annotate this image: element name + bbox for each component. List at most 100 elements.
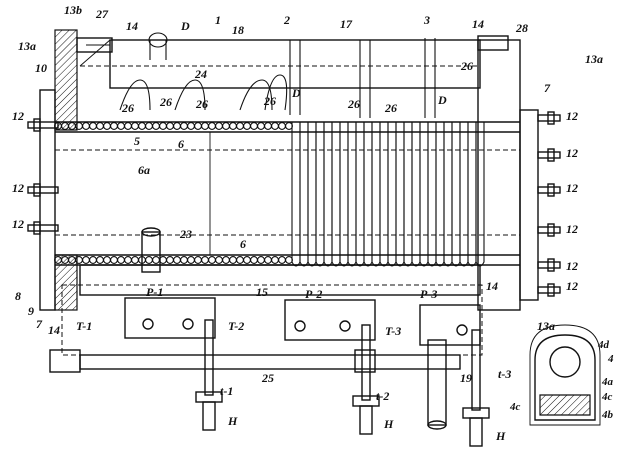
coil-top (201, 122, 209, 130)
label-5: 5 (134, 134, 140, 148)
label-13a-right: 13a (585, 52, 603, 66)
coil-bottom (89, 256, 97, 264)
tube-loop (403, 122, 413, 267)
label-H1: H (227, 414, 238, 428)
label-T1: T-1 (76, 319, 92, 333)
label-H2: H (383, 417, 394, 431)
label-7-right: 7 (544, 81, 551, 95)
coil-bottom (208, 256, 216, 264)
coil-top (138, 122, 146, 130)
coil-top (187, 122, 195, 130)
label-7-left: 7 (36, 317, 43, 331)
label-12-left-1: 12 (12, 109, 24, 123)
label-14b: 14 (472, 17, 484, 31)
tube-loop (411, 122, 421, 267)
label-4b: 4b (601, 409, 614, 421)
labels: 13b 27 14 D 1 18 2 17 3 14 28 13a 13a 10… (12, 3, 614, 443)
bolt (537, 186, 561, 194)
coil-top (110, 122, 118, 130)
label-4d: 4d (597, 339, 610, 351)
coil-top (159, 122, 167, 130)
coil-top (96, 122, 104, 130)
coil-top (257, 122, 265, 130)
coil-bottom (82, 256, 90, 264)
tube-loop (315, 122, 325, 267)
label-26b: 26 (121, 101, 134, 115)
label-12-left-2: 12 (12, 181, 24, 195)
tube-loop (371, 122, 381, 267)
bolt-nut (33, 221, 41, 235)
bolt-nut (33, 183, 41, 197)
coil-top (166, 122, 174, 130)
tube-loop (355, 122, 365, 267)
coil-bottom (257, 256, 265, 264)
bolt-nut (33, 118, 41, 132)
left-end-plate (39, 29, 113, 311)
label-12-right-2: 12 (566, 146, 578, 160)
coil-top (117, 122, 125, 130)
bolt-nut (547, 183, 555, 197)
coil-bottom (264, 256, 272, 264)
coil-top (264, 122, 272, 130)
bolts (27, 111, 561, 297)
tube-loop (467, 122, 477, 267)
tube-loop (307, 122, 317, 267)
coil-top (131, 122, 139, 130)
bolt-nut (547, 258, 555, 272)
coil-bottom (215, 256, 223, 264)
label-6b: 6 (240, 237, 246, 251)
tube-loop (299, 122, 309, 267)
coil-top (124, 122, 132, 130)
label-13b: 13b (64, 3, 82, 17)
tube-loop (475, 122, 485, 267)
bolt (27, 224, 59, 232)
tube-loop (347, 122, 357, 267)
label-4c-left: 4c (509, 401, 521, 413)
bolt-nut (547, 148, 555, 162)
coil-bottom (201, 256, 209, 264)
coil-bottom (173, 256, 181, 264)
tube-loop (323, 122, 333, 267)
label-15: 15 (256, 285, 268, 299)
label-t1: t-1 (220, 384, 233, 398)
bolt (537, 261, 561, 269)
bottom-housing (61, 264, 483, 356)
label-12-left-3: 12 (12, 217, 24, 231)
label-12-right-3: 12 (566, 181, 578, 195)
label-3: 3 (423, 13, 430, 27)
coil-top (173, 122, 181, 130)
label-P2: P-2 (305, 287, 322, 301)
bolt (27, 186, 59, 194)
label-25: 25 (261, 371, 274, 385)
coil-top (180, 122, 188, 130)
coil-bottom (145, 256, 153, 264)
top-frame (79, 39, 481, 89)
label-12-right-1: 12 (566, 109, 578, 123)
thermometer-stems (195, 319, 490, 447)
label-13a-bottom: 13a (537, 319, 555, 333)
coil-top (236, 122, 244, 130)
label-17: 17 (340, 17, 353, 31)
tube-loop (291, 122, 301, 267)
coil-bottom (229, 256, 237, 264)
label-t2: t-2 (376, 389, 389, 403)
label-P1: P-1 (146, 285, 163, 299)
coil-top (243, 122, 251, 130)
label-6a: 6 (178, 137, 184, 151)
label-14: 14 (126, 19, 138, 33)
label-H3: H (495, 429, 506, 443)
coil-bottom (187, 256, 195, 264)
coil-bottom (117, 256, 125, 264)
coil-bottom (222, 256, 230, 264)
label-28: 28 (515, 21, 528, 35)
label-12-right-5: 12 (566, 259, 578, 273)
coil-top (229, 122, 237, 130)
label-2: 2 (283, 13, 290, 27)
tube-loops (291, 122, 485, 267)
label-27: 27 (95, 7, 109, 21)
label-8: 8 (15, 289, 21, 303)
bolt-nut (547, 223, 555, 237)
base-rail (49, 349, 461, 373)
coil-bottom (243, 256, 251, 264)
